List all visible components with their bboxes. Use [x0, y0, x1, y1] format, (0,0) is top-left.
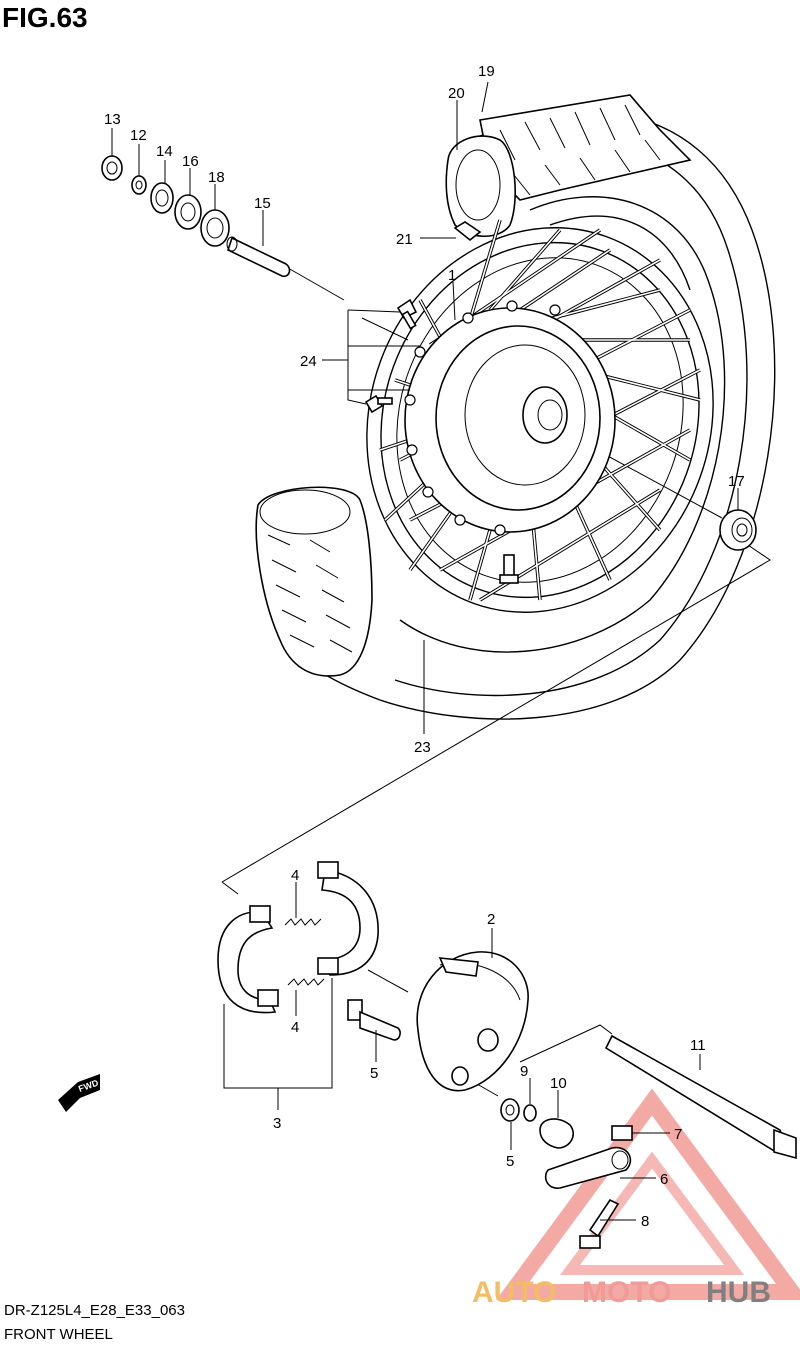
axle-12: [604, 1034, 797, 1160]
callout-6: 5: [506, 1153, 514, 1170]
figure-title: FIG.63: [2, 2, 88, 33]
footer-name: FRONT WHEEL: [4, 1326, 113, 1343]
footer-code: DR-Z125L4_E28_E33_063: [4, 1302, 185, 1319]
callout-18: 17: [728, 473, 745, 490]
callout-5: 5: [370, 1065, 378, 1082]
tread-bottom: [255, 486, 373, 677]
callout-4-lower: 4: [291, 1019, 299, 1036]
callout-19: 18: [208, 169, 225, 186]
leader-lines: [111, 81, 739, 1221]
bearing-18: [719, 509, 757, 551]
callout-7: 6: [660, 1171, 668, 1188]
brake-shoes: [217, 861, 379, 1014]
tire: [255, 94, 776, 720]
callout-10: 9: [520, 1063, 528, 1080]
fwd-arrow-icon: FWD: [58, 1074, 100, 1112]
callout-17: 16: [182, 153, 199, 170]
watermark-logo: AUTO MOTO HUB: [472, 1088, 800, 1309]
callout-24: 24: [300, 353, 317, 370]
callout-22: 21: [396, 231, 413, 248]
callout-14: 13: [104, 111, 121, 128]
brake-panel: [416, 951, 529, 1092]
callout-8: 7: [674, 1126, 682, 1143]
callout-20: 19: [478, 63, 495, 80]
callout-4-upper: 4: [291, 867, 299, 884]
watermark-moto: MOTO: [582, 1276, 671, 1309]
callout-numbers: 19 20 21 1 13 12 14 16 18 15 24 17 23 4 …: [104, 63, 745, 1230]
callout-9: 8: [641, 1213, 649, 1230]
valve-stem: [499, 554, 519, 584]
callout-21: 20: [448, 85, 465, 102]
callout-3: 3: [273, 1115, 281, 1132]
bolts-24: [364, 298, 418, 414]
watermark-auto: AUTO: [472, 1276, 556, 1309]
brake-cam: [347, 999, 401, 1041]
callout-23: 23: [414, 739, 431, 756]
washers: [500, 1098, 537, 1122]
callout-11: 10: [550, 1075, 567, 1092]
callout-16: 15: [254, 195, 271, 212]
springs: [284, 918, 325, 986]
callout-2: 2: [487, 911, 495, 928]
callout-13: 12: [130, 127, 147, 144]
callout-15: 14: [156, 143, 173, 160]
hub: [404, 300, 616, 536]
rim: [366, 227, 714, 613]
callout-1: 1: [448, 267, 456, 284]
watermark-hub: HUB: [706, 1276, 771, 1309]
callout-12: 11: [690, 1037, 706, 1054]
axle-parts-top-left: [101, 155, 291, 278]
brake-lever-parts: [539, 1118, 633, 1249]
